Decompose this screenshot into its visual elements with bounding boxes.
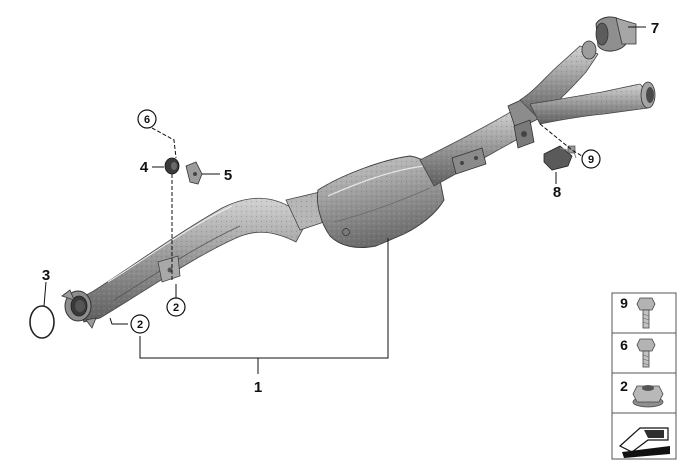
svg-text:2: 2 (137, 319, 143, 331)
callout-3: 3 (42, 267, 50, 284)
callout-7: 7 (651, 20, 659, 37)
key-number-9: 9 (620, 295, 628, 311)
callout-5: 5 (224, 167, 232, 184)
callout-4: 4 (140, 159, 149, 176)
fastener-key-panel: 9 6 2 (611, 292, 677, 460)
callout-2-flange: 2 (130, 314, 150, 334)
callout-labels: 1 3 4 5 7 8 6 2 2 9 (42, 20, 659, 396)
gasket-ring-3 (29, 305, 55, 339)
bolt-icon (636, 297, 656, 329)
pipe-clamp-7 (595, 16, 637, 52)
bracket-5 (185, 161, 203, 185)
key-number-6: 6 (620, 337, 628, 353)
rubber-mount-4 (164, 157, 180, 175)
callout-8: 8 (553, 184, 561, 201)
key-row-6: 6 (620, 337, 656, 368)
leader-lines (43, 26, 646, 374)
key-row-9: 9 (620, 295, 656, 329)
bolt-9-on-hanger (567, 145, 576, 154)
scope-arrow-icon (618, 427, 670, 458)
callout-6: 6 (137, 109, 157, 129)
svg-text:2: 2 (173, 302, 179, 314)
callout-1: 1 (254, 379, 262, 396)
callout-9: 9 (581, 149, 601, 169)
exhaust-pipe-assembly (61, 40, 656, 329)
callout-2-bracket: 2 (166, 297, 186, 317)
bolt-icon (636, 338, 656, 368)
key-row-2: 2 (620, 378, 664, 408)
svg-text:6: 6 (144, 114, 150, 126)
key-number-2: 2 (620, 378, 628, 394)
svg-text:9: 9 (588, 154, 594, 166)
hex-nut-icon (632, 385, 664, 408)
